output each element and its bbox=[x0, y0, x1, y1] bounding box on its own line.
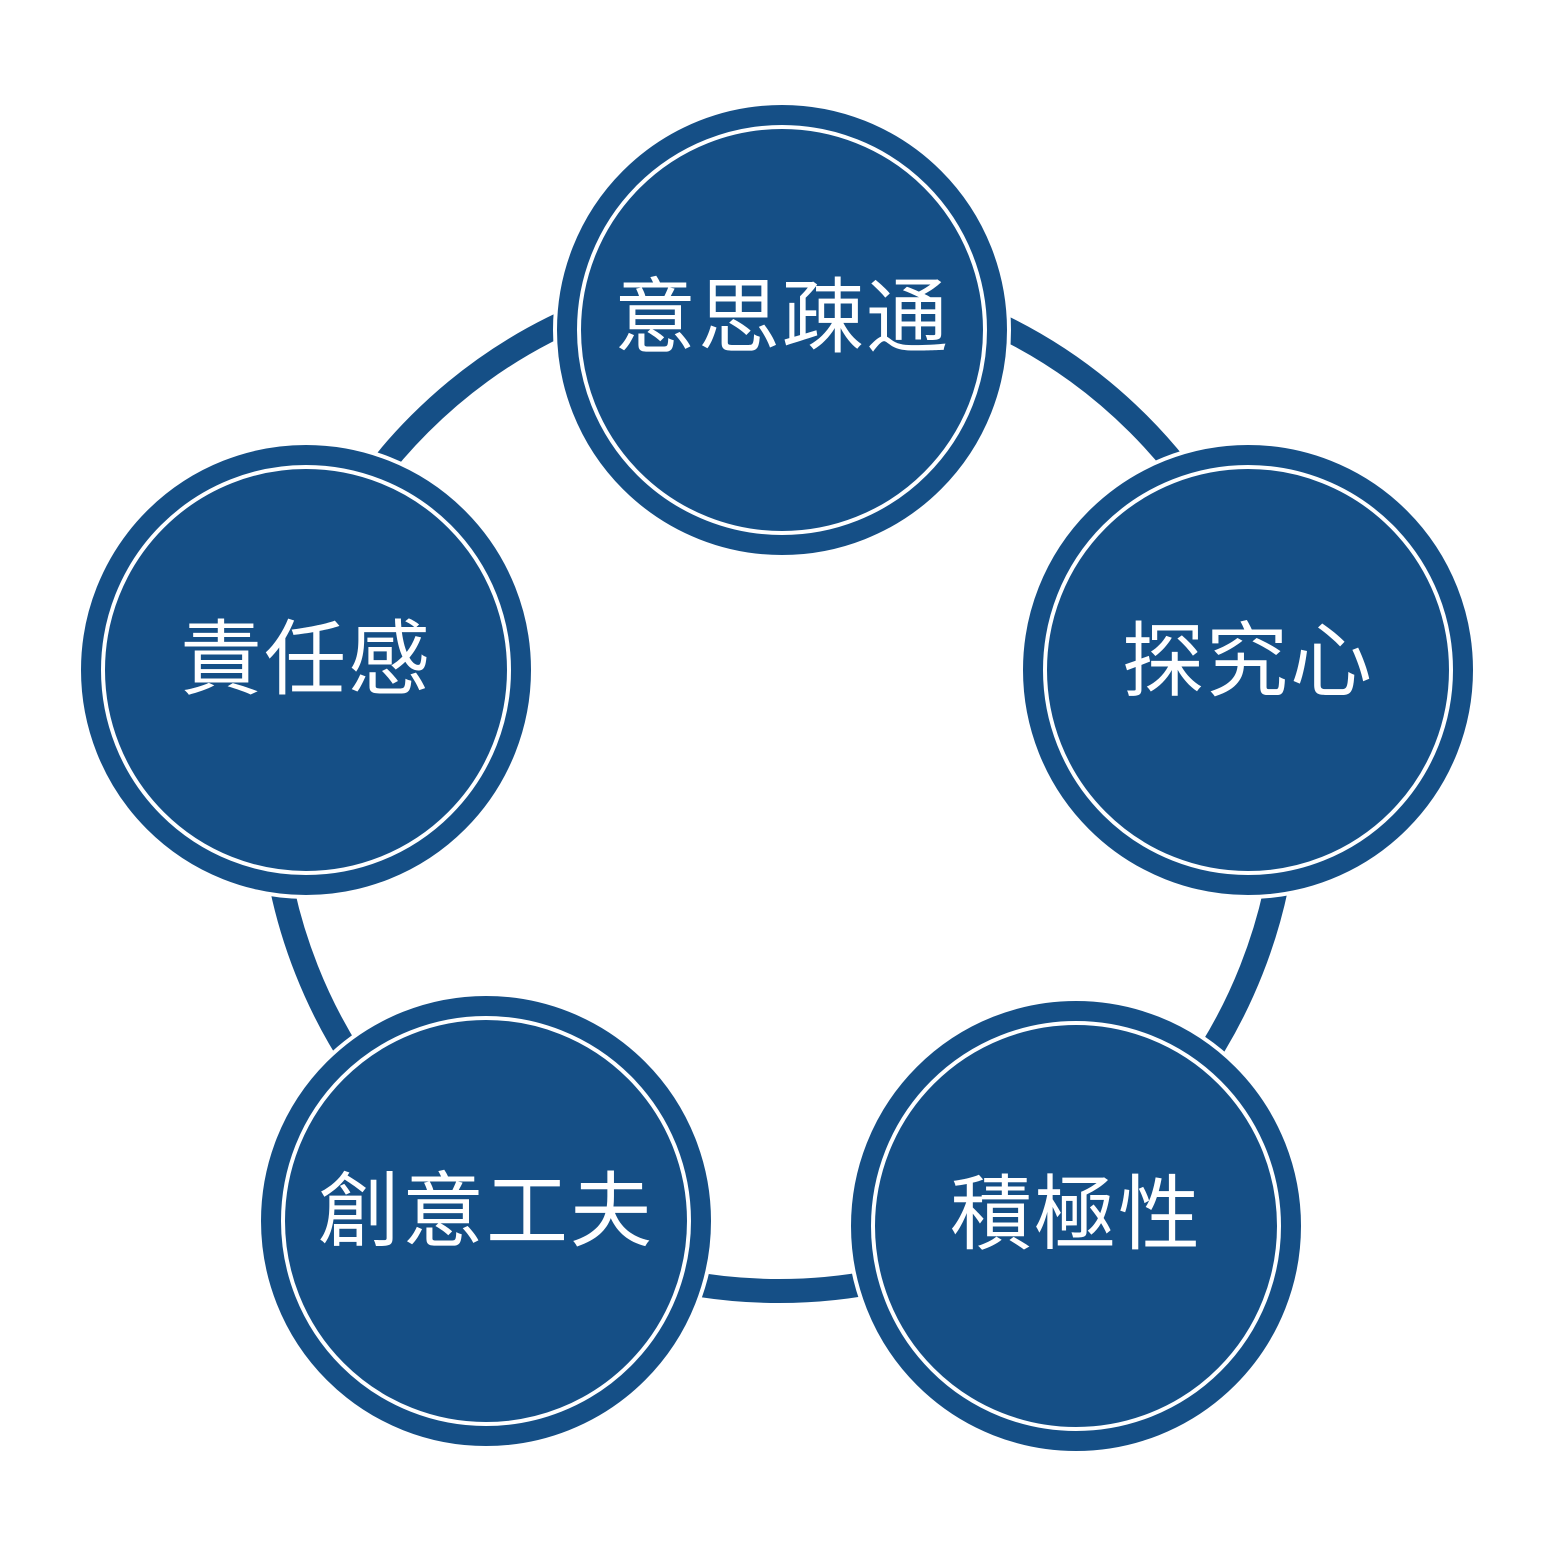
node-communication-label: 意思疎通 bbox=[614, 271, 950, 366]
node-communication: 意思疎通 bbox=[553, 101, 1011, 559]
node-curiosity: 探究心 bbox=[1019, 441, 1477, 899]
node-responsibility-outer bbox=[77, 441, 535, 899]
node-communication-inner-ring bbox=[577, 125, 987, 535]
node-proactiveness-inner-ring bbox=[871, 1021, 1281, 1431]
node-responsibility: 責任感 bbox=[77, 441, 535, 899]
node-proactiveness-label: 積極性 bbox=[950, 1168, 1202, 1263]
node-responsibility-inner-ring bbox=[101, 465, 511, 875]
node-creativity-outer bbox=[257, 992, 715, 1450]
node-creativity-inner-ring bbox=[281, 1016, 691, 1426]
node-creativity: 創意工夫 bbox=[257, 992, 715, 1450]
node-curiosity-label: 探究心 bbox=[1122, 615, 1374, 710]
node-curiosity-outer bbox=[1019, 441, 1477, 899]
node-proactiveness: 積極性 bbox=[847, 997, 1305, 1455]
node-proactiveness-outer bbox=[847, 997, 1305, 1455]
node-communication-outer bbox=[553, 101, 1011, 559]
node-curiosity-inner-ring bbox=[1043, 465, 1453, 875]
node-creativity-label: 創意工夫 bbox=[318, 1165, 654, 1260]
node-responsibility-label: 責任感 bbox=[180, 613, 432, 708]
